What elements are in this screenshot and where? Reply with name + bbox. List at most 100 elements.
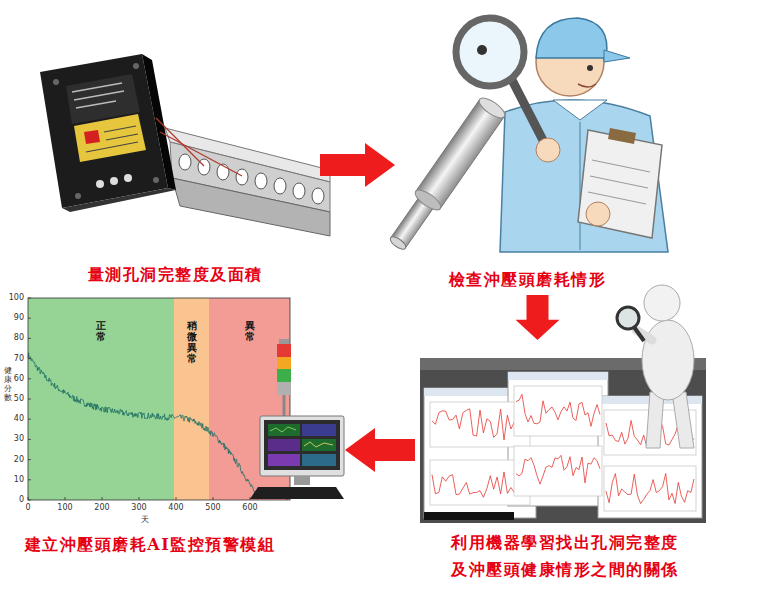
axis-tick: [28, 358, 31, 359]
flow-arrow: [320, 143, 395, 187]
axis-tick: [28, 500, 31, 501]
analysis-screens: [424, 512, 514, 520]
laser-sensor: [62, 188, 176, 212]
punch-tool: [388, 235, 407, 252]
laser-sensor: [40, 54, 176, 212]
axis-tick-label: 10: [14, 476, 24, 484]
thinking-figure: [617, 307, 639, 329]
band-label-group: 稍微異常: [174, 298, 209, 364]
punch-tool: [416, 99, 505, 208]
process-panel: 檢查沖壓頭磨耗情形: [395, 0, 660, 295]
axis-tick-label: 200: [94, 504, 109, 512]
analysis-screens: [508, 372, 608, 380]
andon-stack-light: [277, 382, 291, 395]
zone-band: 正常: [28, 298, 174, 500]
axis-tick: [176, 497, 177, 500]
process-panel: 建立沖壓頭磨耗AI監控預警模組 正常 稍微異常 異常: [0, 290, 345, 560]
metal-rail: [312, 188, 324, 204]
monitor-terminal: [250, 416, 344, 499]
monitor-terminal: [264, 420, 340, 470]
punch-tool: [476, 94, 507, 121]
inspector-figure: [592, 160, 650, 172]
axis-tick: [28, 479, 31, 480]
andon-stack-light: [277, 369, 291, 382]
laser-sensor: [84, 130, 100, 144]
axis-tick-label: 20: [14, 456, 24, 464]
laser-sensor: [72, 83, 122, 92]
monitor-terminal: [268, 424, 300, 436]
laser-sensor: [74, 114, 146, 162]
axis-tick-label: 400: [168, 504, 183, 512]
band-label: 稍微異常: [187, 320, 197, 364]
laser-sensor: [106, 134, 138, 140]
inspector-head: [587, 65, 593, 71]
axis-tick-label: 100: [9, 294, 24, 302]
thinking-figure: [634, 327, 644, 341]
inspector-figure: [608, 128, 636, 144]
laser-beam: [156, 118, 204, 166]
axis-tick-label: 0: [19, 496, 24, 504]
axis-tick-label: 500: [205, 504, 220, 512]
thinking-figure: [644, 285, 680, 321]
thinking-figure: [617, 285, 694, 448]
axis-tick-label: 100: [57, 504, 72, 512]
axis-tick: [28, 439, 31, 440]
laser-sensor: [76, 101, 116, 108]
metal-rail: [165, 128, 330, 236]
axis-tick: [213, 497, 214, 500]
plot-frame: [514, 446, 602, 496]
caption-text: 利用機器學習找出孔洞完整度 及沖壓頭健康情形之間的關係: [439, 529, 691, 583]
monitor-terminal: [270, 427, 296, 432]
zone-fill: [174, 298, 209, 500]
zone-band: 稍微異常: [174, 298, 209, 500]
monitor-terminal: [302, 454, 336, 466]
laser-sensor: [142, 54, 176, 190]
axis-tick: [28, 338, 31, 339]
axis-tick-label: 0: [25, 504, 30, 512]
monitor-terminal: [302, 439, 336, 451]
monitor-terminal: [294, 476, 310, 485]
inspector-head: [578, 84, 596, 87]
andon-stack-light: [277, 357, 291, 369]
signal-plots: [430, 386, 696, 511]
band-label: 異常: [245, 320, 255, 342]
caption-group: 檢查沖壓頭磨耗情形: [449, 270, 607, 290]
axis-tick: [28, 497, 29, 500]
axis-tick: [28, 419, 31, 420]
health-curve: [28, 353, 258, 500]
laser-sensor: [124, 174, 132, 182]
plot-frame: [28, 298, 290, 500]
axis-tick-label: 600: [242, 504, 257, 512]
plot-frame: [514, 386, 602, 436]
signal-line: [606, 474, 694, 504]
caption-group: 建立沖壓頭磨耗AI監控預警模組: [25, 535, 275, 555]
caption-text: 建立沖壓頭磨耗AI監控預警模組: [25, 535, 275, 555]
monitor-terminal: [250, 487, 344, 499]
signal-line: [432, 468, 528, 497]
zone-fill: [28, 298, 290, 500]
band-label: 正常: [96, 320, 106, 342]
inspector-head: [536, 18, 607, 58]
flow-arrow: [516, 295, 560, 340]
laser-sensor: [75, 193, 81, 199]
punch-tool: [412, 186, 443, 213]
axis-tick: [28, 318, 31, 319]
laser-sensor: [153, 177, 159, 183]
signal-line: [432, 409, 528, 440]
zone-band: 異常: [209, 298, 290, 500]
axis-tick: [28, 378, 31, 379]
andon-stack-light: [283, 395, 286, 418]
axis-tick-label: 300: [131, 504, 146, 512]
monitor-terminal: [302, 424, 336, 436]
axis-title: 天: [141, 516, 149, 524]
inspector-figure: [590, 176, 648, 188]
metal-rail: [274, 178, 286, 194]
thinking-figure: [646, 392, 664, 448]
caption-group: 利用機器學習找出孔洞完整度 及沖壓頭健康情形之間的關係: [439, 529, 691, 583]
metal-rail: [255, 173, 267, 189]
metal-rail: [179, 154, 191, 170]
andon-stack-light: [279, 339, 289, 344]
axis-tick-label: 70: [14, 355, 24, 363]
